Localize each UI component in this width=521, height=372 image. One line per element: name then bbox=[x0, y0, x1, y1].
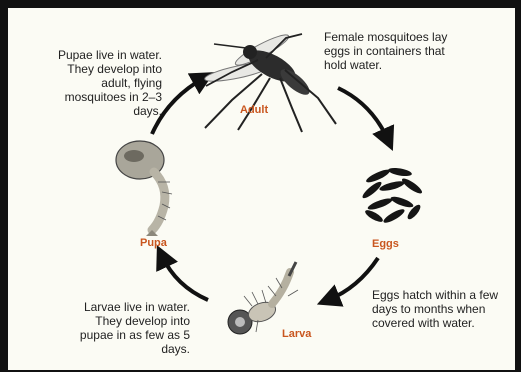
pupa-icon bbox=[116, 141, 172, 236]
pupa-description: Pupae live in water. They develop into a… bbox=[38, 48, 162, 118]
eggs-icon bbox=[361, 166, 424, 225]
stage-label-larva: Larva bbox=[282, 328, 311, 340]
eggs-description: Female mosquitoes lay eggs in containers… bbox=[324, 30, 464, 72]
arrow-eggs-to-larva bbox=[328, 258, 378, 300]
arrow-adult-to-eggs bbox=[338, 88, 388, 140]
hatch-description: Eggs hatch within a few days to months w… bbox=[372, 288, 502, 330]
larva-description: Larvae live in water. They develop into … bbox=[60, 300, 190, 356]
arrow-larva-to-pupa bbox=[162, 256, 208, 300]
adult-mosquito-icon bbox=[203, 31, 336, 132]
stage-label-eggs: Eggs bbox=[372, 238, 399, 250]
larva-icon bbox=[228, 262, 298, 334]
stage-label-adult: Adult bbox=[240, 104, 268, 116]
stage-label-pupa: Pupa bbox=[140, 237, 167, 249]
